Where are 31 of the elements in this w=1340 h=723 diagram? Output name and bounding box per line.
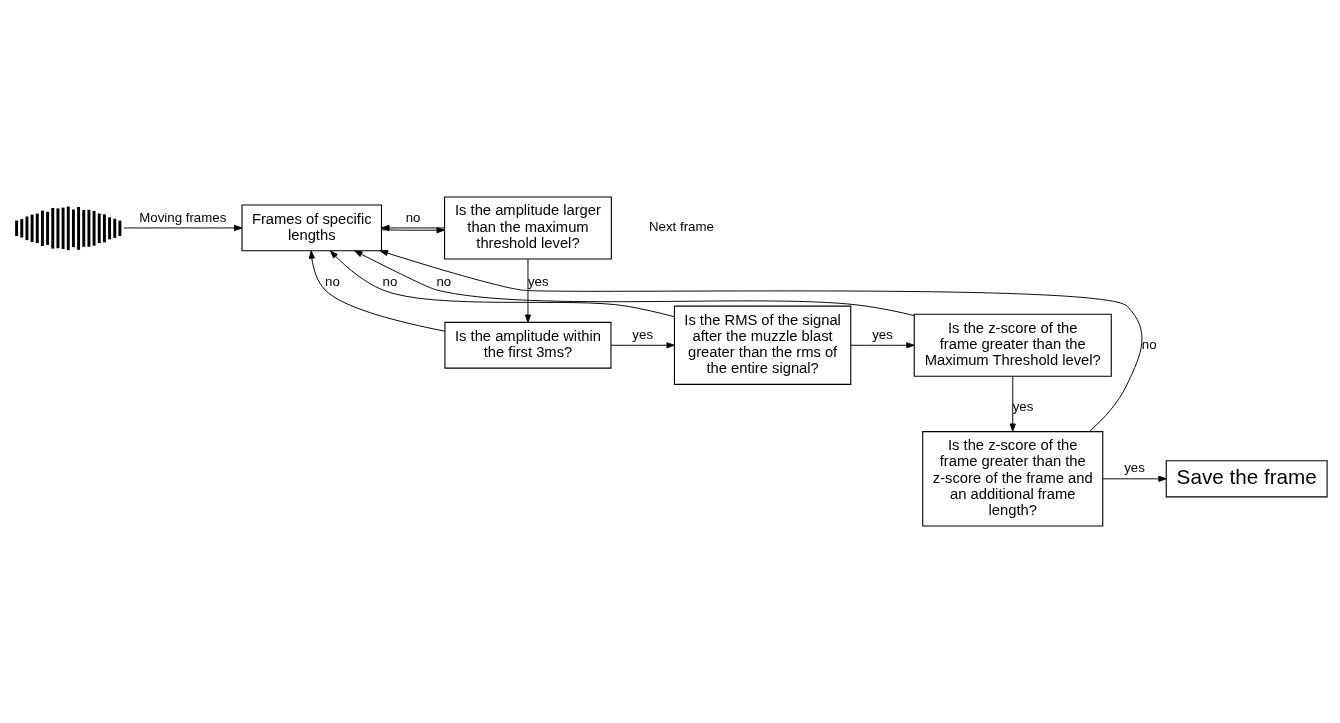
edge-label: no <box>325 273 340 289</box>
arrow <box>329 250 675 318</box>
arrow <box>379 250 1143 432</box>
node-box: Is the RMS of the signal after the muzzle blast greater than the rms of the entire signal? <box>673 305 852 385</box>
edge-label: no <box>405 209 421 225</box>
arrow <box>1009 375 1016 432</box>
arrow <box>610 342 675 349</box>
label: Next frame <box>649 219 714 235</box>
edge-label: yes <box>527 273 549 289</box>
node-box: Is the z-score of the frame greater than the z-score of the frame and an additional frame length? <box>922 431 1104 527</box>
arrow <box>381 227 445 234</box>
arrow <box>850 342 915 349</box>
node-box: Frames of specific lengths <box>241 204 383 252</box>
edge-label: yes <box>872 326 893 342</box>
arrow <box>308 250 446 332</box>
node-box: Is the amplitude larger than the maximum threshold level? <box>444 196 612 260</box>
edge-label: yes <box>632 326 654 342</box>
arrow <box>123 224 243 231</box>
node-box: Is the amplitude within the first 3ms? <box>444 321 612 369</box>
arrow <box>1102 475 1167 482</box>
arrow <box>381 224 445 231</box>
edge-label: yes <box>1124 460 1145 476</box>
edge-label: yes <box>1012 399 1034 415</box>
edge-label: Moving frames <box>139 209 227 225</box>
arrow <box>354 250 915 316</box>
edge-label: no <box>436 273 452 289</box>
node-box: Is the z-score of the frame greater than the Maximum Threshold level? <box>913 313 1112 377</box>
edge-label: no <box>1141 336 1157 352</box>
edge-label: no <box>382 273 398 289</box>
node-box: Save the frame <box>1165 460 1328 498</box>
arrow <box>524 258 531 323</box>
